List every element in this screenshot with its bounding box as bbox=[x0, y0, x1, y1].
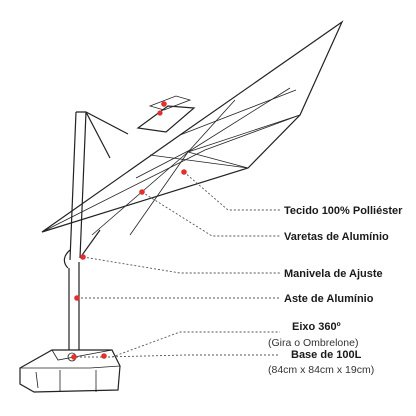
label-base: Base de 100L bbox=[291, 349, 362, 361]
label-ribs: Varetas de Alumínio bbox=[284, 231, 389, 243]
label-pole: Aste de Alumínio bbox=[284, 293, 374, 305]
callout-lines bbox=[76, 171, 280, 358]
umbrella-canopy bbox=[41, 20, 344, 236]
label-base-dimensions: (84cm x 84cm x 19cm) bbox=[268, 364, 374, 376]
label-fabric: Tecido 100% Polliéster bbox=[284, 205, 403, 217]
marker-axis bbox=[71, 354, 77, 360]
canopy-vent bbox=[136, 95, 196, 133]
label-axis: Eixo 360º bbox=[292, 321, 341, 333]
marker-fabric bbox=[181, 169, 187, 175]
label-crank: Manivela de Ajuste bbox=[284, 268, 383, 280]
support-arm bbox=[69, 111, 129, 261]
label-axis-note: (Gira o Ombrelone) bbox=[268, 337, 358, 349]
marker-base bbox=[101, 353, 107, 359]
marker-vent bbox=[161, 101, 167, 107]
marker-pole bbox=[74, 295, 80, 301]
marker-crank bbox=[80, 254, 86, 260]
marker-ribs bbox=[139, 189, 145, 195]
marker-dots bbox=[71, 101, 187, 360]
marker-vent-2 bbox=[157, 110, 163, 116]
aluminum-pole bbox=[63, 249, 80, 350]
weighted-base bbox=[19, 349, 121, 393]
